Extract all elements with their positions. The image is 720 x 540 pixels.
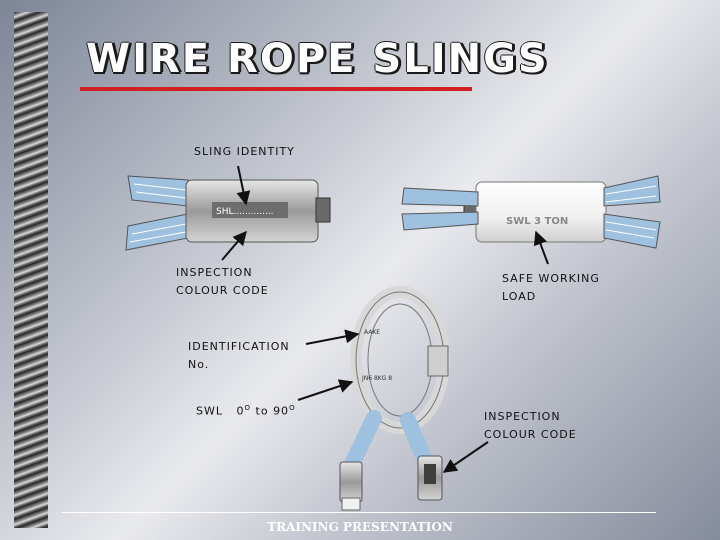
arrow-icon: [442, 441, 489, 473]
label-safe-working-load: SAFE WORKING LOAD: [502, 272, 600, 303]
right-sling: SWL 3 TON: [401, 175, 661, 249]
left-leg-ferrule: [339, 461, 363, 503]
left-rope-stub: [315, 197, 331, 223]
label-inspection-colour-code-bottom: INSPECTION COLOUR CODE: [484, 410, 577, 441]
left-rope-lower: [125, 213, 189, 251]
link-engraving-bottom: JN6 8KG 8: [361, 375, 392, 382]
link-engraving-top: AAKE: [364, 329, 380, 336]
master-link-assembly: AAKE JN6 8KG 8: [339, 286, 450, 511]
right-rope-lower: [603, 213, 661, 249]
right-rope-upper: [603, 175, 661, 207]
left-rope-upper: [127, 175, 189, 207]
left-sling: SHL..............: [125, 175, 331, 251]
left-leg-rope: [344, 410, 382, 472]
right-inner-rope-lower: [401, 211, 479, 231]
identity-plate: [212, 202, 288, 218]
label-swl-angle: SWL 0O to 90O: [196, 404, 296, 418]
right-inner-rope-upper: [401, 187, 479, 207]
footer-text: TRAINING PRESENTATION: [267, 520, 453, 534]
arrow-icon: [221, 230, 247, 261]
right-leg-rope: [400, 412, 432, 466]
right-ferrule: [475, 181, 607, 243]
title-underline: [80, 87, 472, 91]
wire-rope-strip: [14, 12, 48, 528]
colour-code-band: [424, 464, 436, 484]
identity-marking: SHL..............: [216, 207, 274, 217]
arrow-icon: [533, 230, 549, 265]
label-inspection-colour-code-top: INSPECTION COLOUR CODE: [176, 266, 269, 297]
arrow-icon: [236, 165, 251, 206]
swl-marking: SWL 3 TON: [506, 216, 568, 227]
label-identification-number: IDENTIFICATION No.: [188, 340, 290, 371]
link-locking-sleeve: [427, 345, 449, 377]
slide-title: WIRE ROPE SLINGS: [86, 36, 549, 82]
arrow-icon: [297, 379, 354, 401]
label-sling-identity: SLING IDENTITY: [194, 145, 295, 158]
arrow-icon: [305, 329, 360, 345]
footer-rule: [62, 512, 656, 513]
